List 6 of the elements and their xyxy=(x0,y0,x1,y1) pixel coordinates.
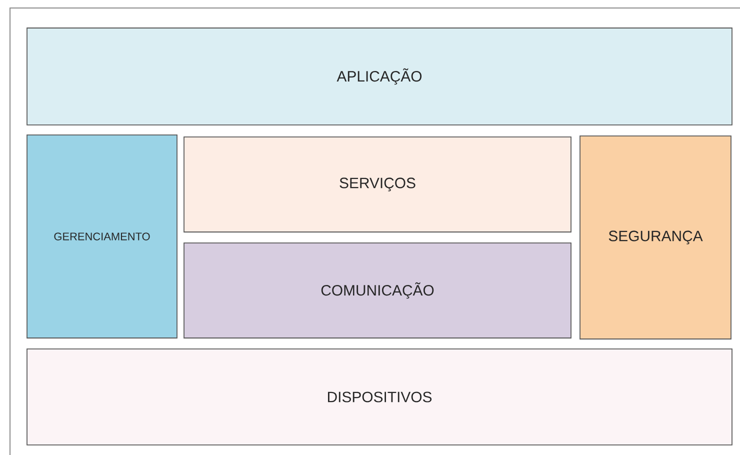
layer-box: APLICAÇÃO xyxy=(26,28,732,126)
layer-box: GERENCIAMENTO xyxy=(26,134,178,338)
layer-box: COMUNICAÇÃO xyxy=(184,242,572,338)
layer-box: SEGURANÇA xyxy=(580,136,732,340)
layer-box: DISPOSITIVOS xyxy=(26,348,732,446)
layer-box: SERVIÇOS xyxy=(184,136,572,232)
